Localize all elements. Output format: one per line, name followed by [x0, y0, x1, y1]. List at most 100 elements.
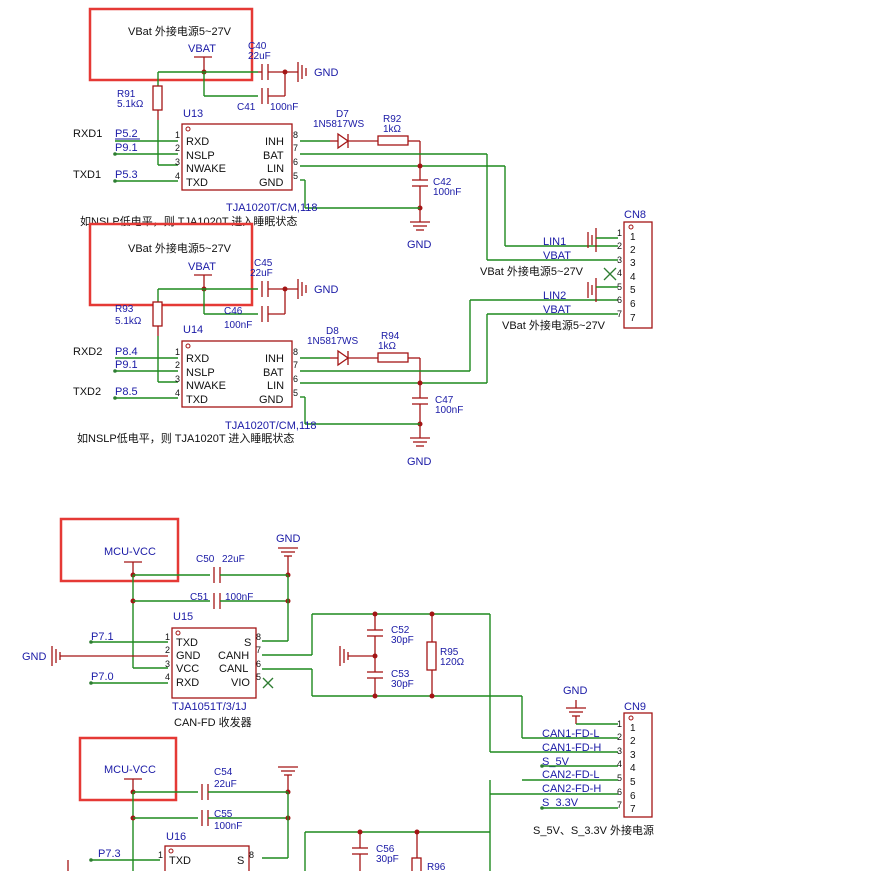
c42-value: 100nF — [433, 187, 461, 198]
c52-value: 30pF — [391, 635, 414, 646]
svg-text:7: 7 — [256, 645, 261, 655]
u15-pin-vio: VIO — [231, 677, 250, 689]
u15-ref: U15 — [173, 611, 193, 623]
c46-ref: C46 — [224, 306, 243, 317]
svg-text:1: 1 — [158, 850, 163, 860]
r91-resistor — [152, 85, 163, 111]
cn8-lin1: LIN1 — [543, 236, 566, 248]
gnd-label-left: GND — [22, 651, 47, 663]
r93-ref: R93 — [115, 304, 134, 315]
u15-pin-vcc: VCC — [176, 663, 199, 675]
cn8-note1: VBat 外接电源5~27V — [480, 264, 584, 278]
r95-ref: R95 — [440, 647, 459, 658]
u16-chip — [164, 845, 250, 871]
d7-ref: D7 — [336, 109, 349, 120]
vbat-highlight-box-2 — [88, 222, 254, 307]
gnd-label-c42: GND — [407, 239, 432, 251]
c47-ref: C47 — [435, 395, 454, 406]
svg-text:3: 3 — [175, 374, 180, 384]
can-transceiver-u15-block: MCU-VCC GND C50 22uF C51 100nF U15 TXD G… — [22, 517, 618, 753]
r94-ref: R94 — [381, 331, 400, 342]
svg-text:5: 5 — [256, 672, 261, 682]
gnd-label-c47: GND — [407, 456, 432, 468]
u14-pin-gnd: GND — [259, 394, 284, 406]
p9-1-label-1: P9.1 — [115, 142, 138, 154]
cn9-ref: CN9 — [624, 701, 646, 713]
u14-part: TJA1020T/CM,118 — [225, 420, 317, 432]
svg-text:3: 3 — [165, 659, 170, 669]
u14-ref: U14 — [183, 324, 203, 336]
u14-pin-bat: BAT — [263, 367, 284, 379]
r92-ref: R92 — [383, 114, 402, 125]
svg-text:7: 7 — [630, 313, 636, 324]
cn9-net-can1-h: CAN1-FD-H — [542, 742, 601, 754]
svg-text:5: 5 — [617, 773, 622, 783]
svg-text:1: 1 — [175, 130, 180, 140]
c51-ref: C51 — [190, 592, 209, 603]
p7-1-label: P7.1 — [91, 631, 114, 643]
r96-resistor — [411, 857, 422, 871]
cn9-pin-numbers: 1 2 3 4 5 6 7 1 2 3 4 5 6 7 — [617, 719, 636, 815]
u14-pin-rxd: RXD — [186, 353, 209, 365]
svg-text:4: 4 — [617, 268, 622, 278]
can-transceiver-u16-block: MCU-VCC C54 22uF C55 100nF U16 TXD S 1 8… — [67, 736, 491, 871]
r91-value: 5.1kΩ — [117, 99, 144, 110]
u15-pin-rxd: RXD — [176, 677, 199, 689]
p8-4-label: P8.4 — [115, 346, 138, 358]
svg-text:3: 3 — [630, 258, 636, 269]
svg-text:2: 2 — [165, 645, 170, 655]
svg-text:7: 7 — [617, 309, 622, 319]
svg-text:8: 8 — [293, 130, 298, 140]
connector-cn9: GND CN9 1 2 3 4 5 6 7 1 2 3 4 5 6 7 CAN1… — [490, 685, 654, 837]
vbat-highlight-box-1 — [88, 7, 254, 82]
u13-note: 如NSLP低电平，则 TJA1020T 进入睡眠状态 — [80, 214, 297, 228]
u13-pin-rxd: RXD — [186, 136, 209, 148]
svg-text:5: 5 — [630, 285, 636, 296]
svg-text:5: 5 — [293, 171, 298, 181]
p5-3-label: P5.3 — [115, 169, 138, 181]
svg-text:1: 1 — [630, 723, 636, 734]
svg-text:4: 4 — [175, 388, 180, 398]
p7-3-label: P7.3 — [98, 848, 121, 860]
u13-chip — [181, 123, 293, 191]
c40-value: 22uF — [248, 51, 271, 62]
cn8-note2: VBat 外接电源5~27V — [502, 318, 606, 332]
vbat-highlight-title-2: VBat 外接电源5~27V — [128, 241, 232, 255]
d8-value: 1N5817WS — [307, 336, 358, 347]
c50-ref: C50 — [196, 554, 215, 565]
svg-text:7: 7 — [630, 804, 636, 815]
c40-ref: C40 — [248, 41, 267, 52]
svg-text:2: 2 — [630, 736, 636, 747]
r92-resistor — [377, 135, 409, 146]
r96-ref: R96 — [427, 862, 446, 871]
u13-pin-lin: LIN — [267, 163, 284, 175]
c50-value: 22uF — [222, 554, 245, 565]
cn9-note: S_5V、S_3.3V 外接电源 — [533, 823, 654, 837]
svg-text:6: 6 — [630, 299, 636, 310]
rxd1-label: RXD1 — [73, 128, 102, 140]
svg-text:1: 1 — [165, 632, 170, 642]
cn9-body — [623, 712, 653, 818]
c53-value: 30pF — [391, 679, 414, 690]
mcu-vcc-highlight-1 — [59, 517, 180, 583]
u14-pin-nwake: NWAKE — [186, 380, 226, 392]
svg-text:8: 8 — [249, 850, 254, 860]
svg-text:3: 3 — [175, 157, 180, 167]
p9-1-label-2: P9.1 — [115, 359, 138, 371]
r93-resistor — [152, 301, 163, 327]
svg-text:5: 5 — [617, 282, 622, 292]
svg-text:3: 3 — [617, 255, 622, 265]
u13-pin-nslp: NSLP — [186, 150, 215, 162]
svg-text:4: 4 — [617, 759, 622, 769]
svg-text:1: 1 — [617, 228, 622, 238]
cn8-vbat1: VBAT — [543, 250, 571, 262]
u15-pin-gnd: GND — [176, 650, 201, 662]
cn9-net-can2-h: CAN2-FD-H — [542, 783, 601, 795]
c47-value: 100nF — [435, 405, 463, 416]
svg-text:5: 5 — [630, 777, 636, 788]
svg-text:3: 3 — [630, 750, 636, 761]
u14-chip — [181, 340, 293, 408]
r93-value: 5.1kΩ — [115, 316, 142, 327]
u16-pin-s: S — [237, 855, 244, 867]
